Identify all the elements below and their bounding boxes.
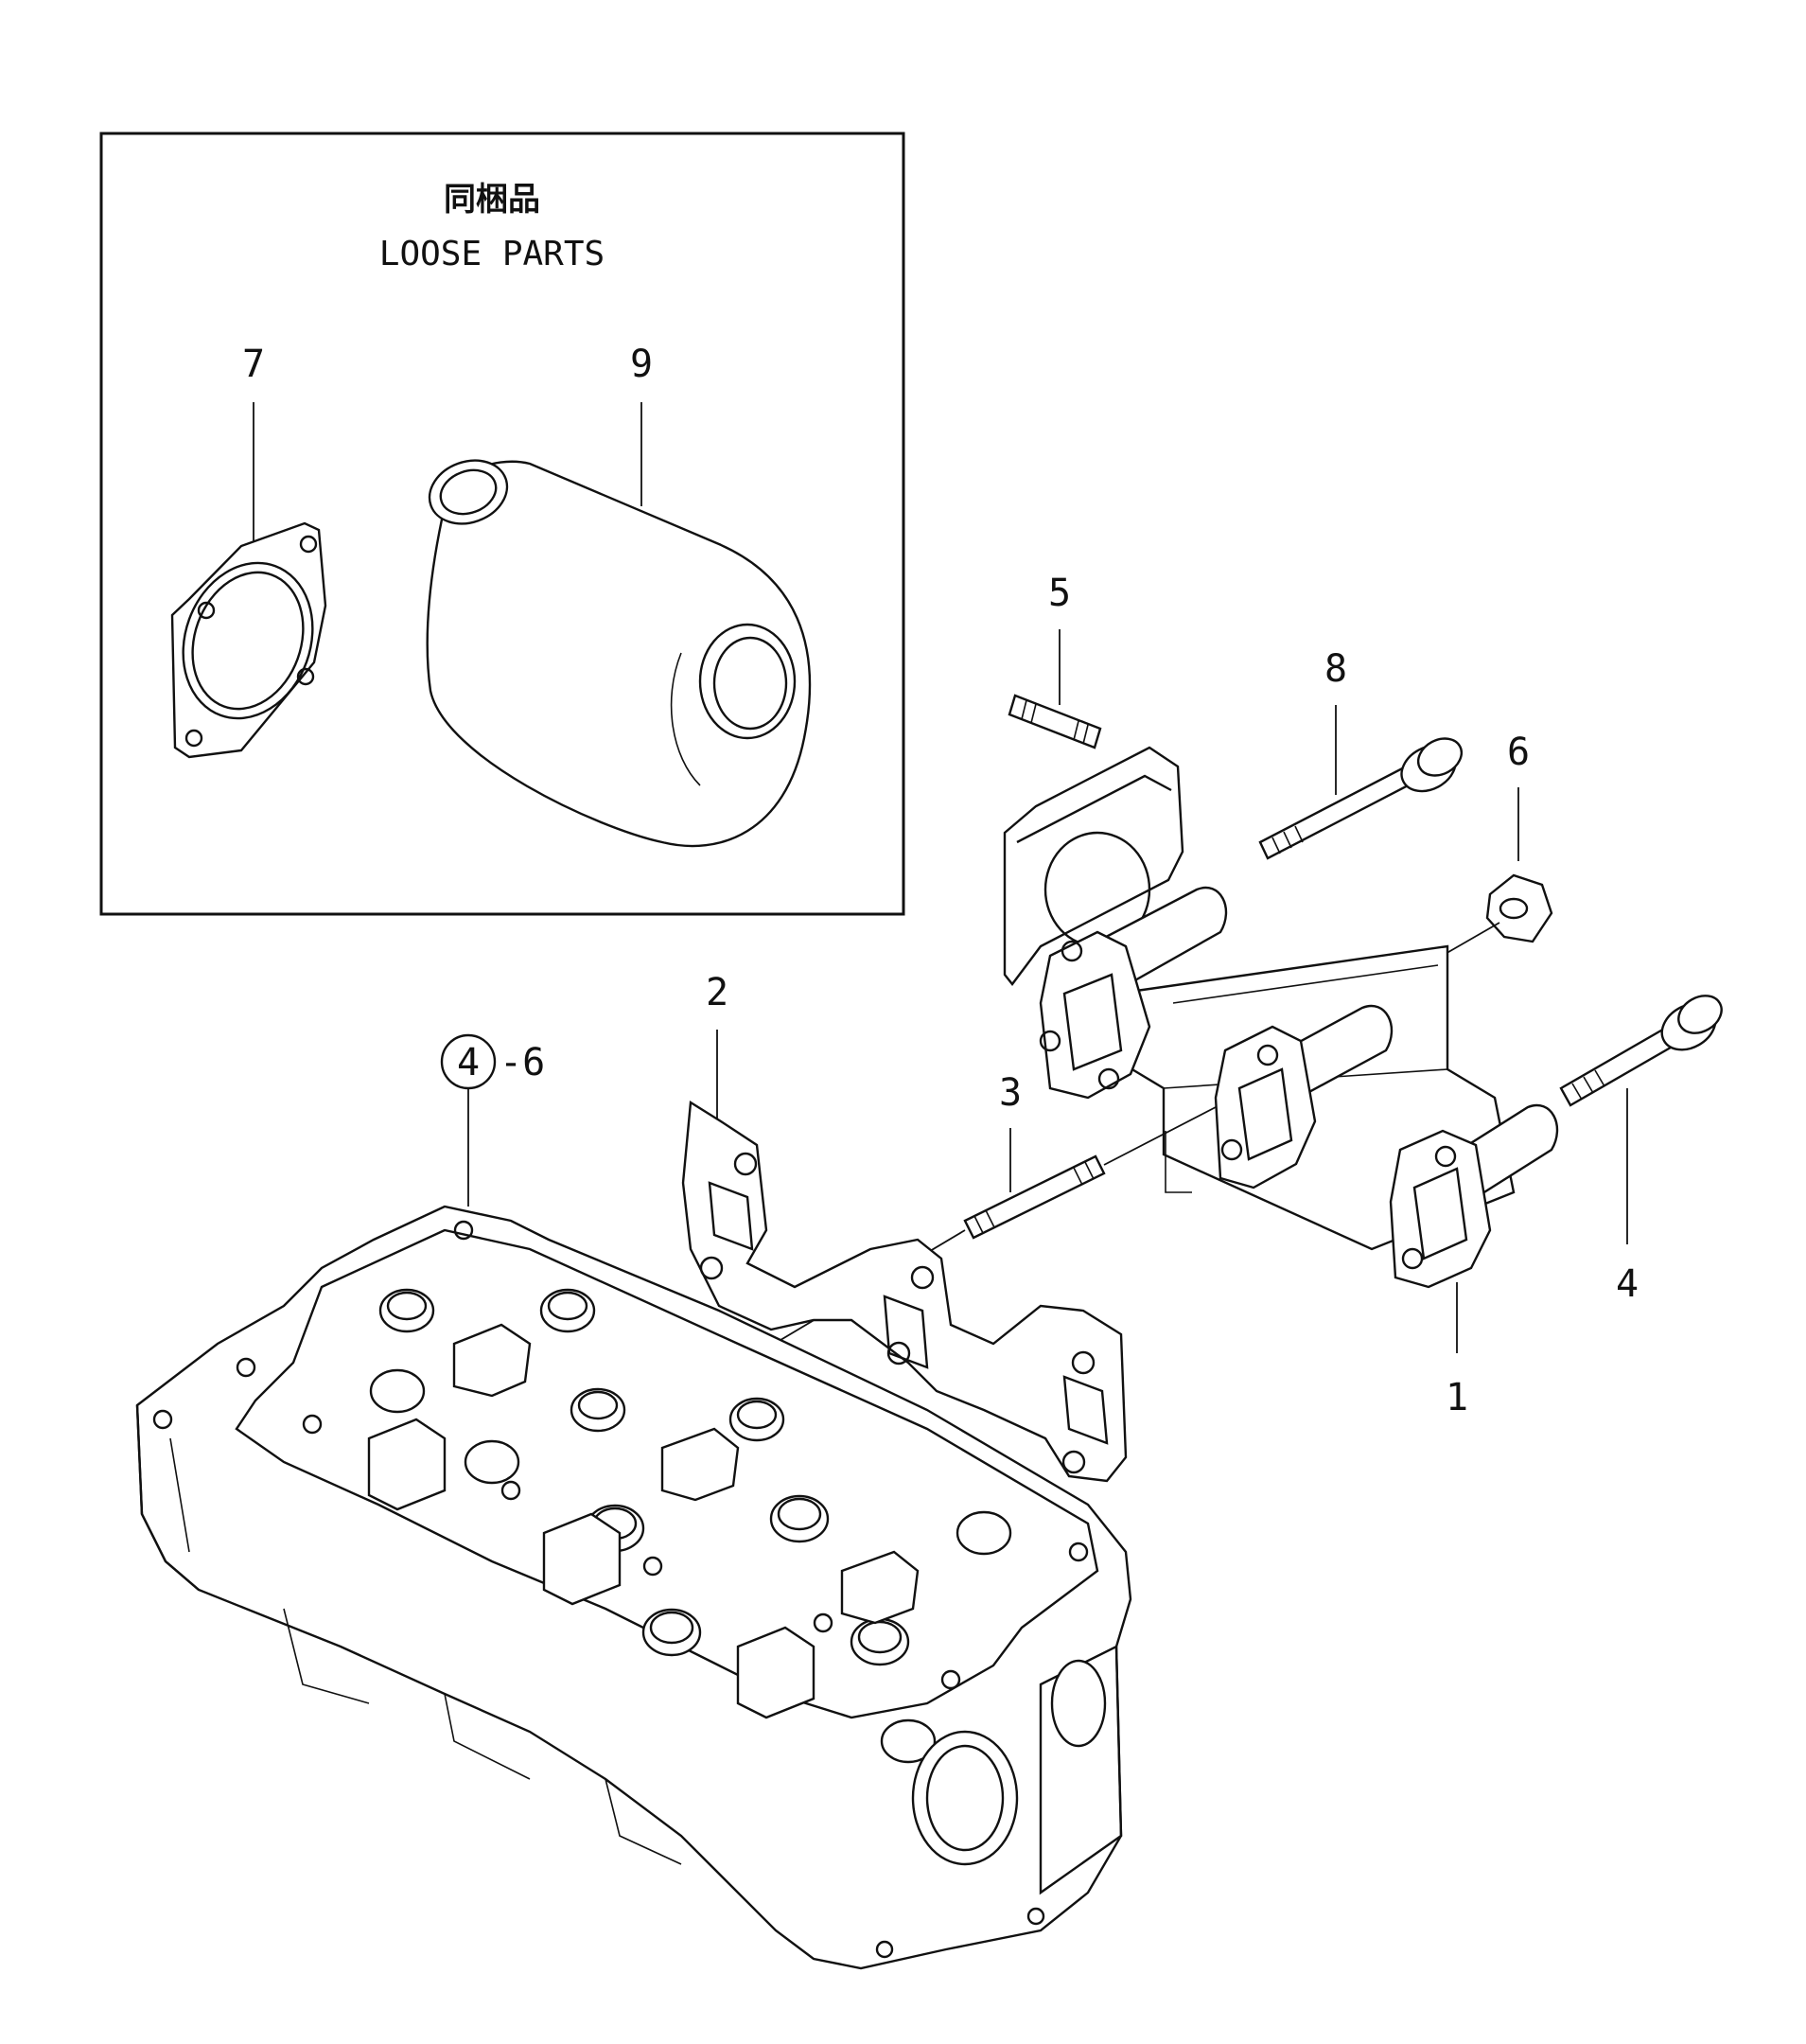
part-4-bolt: 4 <box>1559 995 1723 1306</box>
ref-circle-number: 4 <box>457 1041 480 1084</box>
part-9-canister: 9 <box>426 343 812 848</box>
loose-parts-frame <box>99 132 905 916</box>
callout-6: 6 <box>1507 731 1530 774</box>
loose-parts-box: 同梱品 LOOSE PARTS <box>99 132 905 916</box>
loose-parts-title-jp: 同梱品 <box>444 181 540 219</box>
part-7-gasket: 7 <box>170 343 327 759</box>
callout-7: 7 <box>242 343 265 386</box>
part-1-exhaust-manifold: 1 <box>1003 746 1559 1419</box>
part-5-stud: 5 <box>1008 572 1102 749</box>
callout-5: 5 <box>1048 572 1071 615</box>
loose-parts-title-en: LOOSE PARTS <box>379 235 605 273</box>
ref-assembly-callout: 4 -6 <box>440 1033 545 1207</box>
ref-suffix: -6 <box>500 1041 545 1084</box>
callout-9: 9 <box>630 343 653 386</box>
callout-3: 3 <box>999 1071 1022 1115</box>
callout-4: 4 <box>1616 1262 1639 1306</box>
cylinder-head <box>135 1205 1132 1970</box>
part-8-bolt: 8 <box>1258 647 1464 860</box>
callout-8: 8 <box>1324 647 1347 691</box>
callout-2: 2 <box>706 971 728 1014</box>
callout-1: 1 <box>1446 1376 1468 1419</box>
part-2-gasket: 2 <box>681 971 1128 1483</box>
